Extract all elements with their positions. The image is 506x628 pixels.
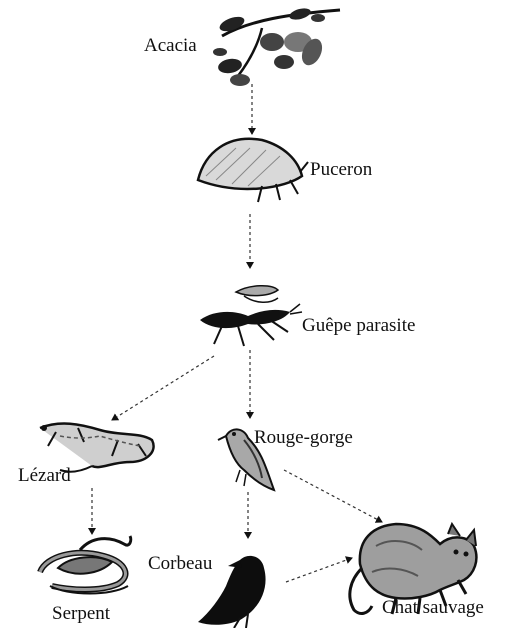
parasitic-wasp-icon (200, 286, 302, 346)
label-chat-sauvage: Chat sauvage (382, 598, 506, 617)
label-guepe: Guêpe parasite (302, 316, 415, 335)
label-rougegorge: Rouge-gorge (254, 428, 353, 447)
label-puceron: Puceron (310, 160, 372, 179)
label-lezard: Lézard (18, 466, 71, 485)
aphid-icon (198, 139, 308, 202)
acacia-plant-icon (213, 6, 340, 86)
arrow-guepe-to-lezard (112, 356, 214, 420)
arrow-corbeau-to-chat (286, 558, 352, 582)
snake-icon (40, 536, 131, 594)
label-corbeau: Corbeau (148, 554, 212, 573)
label-serpent: Serpent (52, 604, 110, 623)
label-acacia: Acacia (144, 36, 197, 55)
arrow-rougegorge-to-chat (284, 470, 382, 522)
